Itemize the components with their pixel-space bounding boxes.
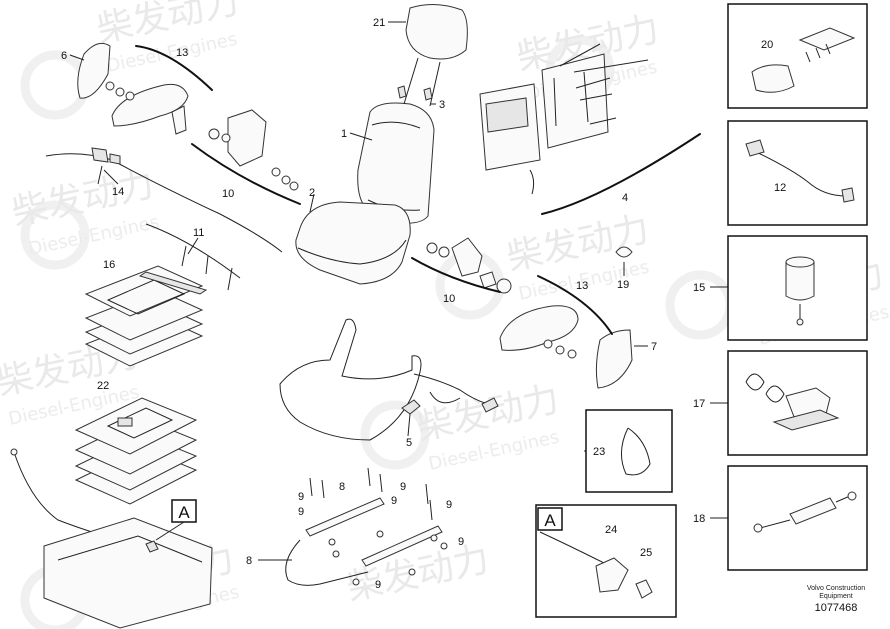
watermark-cn: 柴发动力: [343, 539, 492, 609]
part-16-cushion-stack: [84, 265, 208, 367]
part-14-cable-harness: [45, 147, 283, 253]
part-5-seat-frame: [279, 318, 499, 441]
callout-13: 13: [576, 280, 588, 292]
callout-9: 9: [298, 506, 304, 518]
callout-9: 9: [446, 499, 452, 511]
callout-6: 6: [61, 50, 67, 62]
callout-14: 14: [112, 186, 124, 198]
part-13-armrest-left: [105, 81, 189, 135]
detail-marker-a-inset: A: [537, 507, 563, 531]
callout-3: 3: [439, 99, 445, 111]
part-10-buckle-upper: [208, 109, 299, 191]
footer-brand-line2: Equipment: [819, 593, 853, 600]
part-4-backrest-bracket: [479, 43, 649, 195]
callout-9: 9: [391, 495, 397, 507]
callout-9: 9: [458, 536, 464, 548]
callout-10: 10: [443, 293, 455, 305]
callout-15: 15: [693, 282, 705, 294]
callout-8: 8: [246, 555, 252, 567]
callout-2: 2: [309, 187, 315, 199]
callout-8: 8: [339, 481, 345, 493]
callout-7: 7: [651, 341, 657, 353]
part-22-cushion-stack: [74, 397, 198, 505]
callout-19: 19: [617, 279, 629, 291]
doc-number: 1077468: [815, 602, 858, 614]
callout-23: 23: [593, 446, 605, 458]
part-13-armrest-right: [499, 305, 579, 359]
callout-20: 20: [761, 39, 773, 51]
callout-24: 24: [605, 524, 617, 536]
callout-16: 16: [103, 259, 115, 271]
callout-11: 11: [193, 227, 204, 239]
detail-marker-a-main: A: [155, 499, 197, 541]
callout-21: 21: [373, 17, 385, 29]
callout-22: 22: [97, 380, 109, 392]
part-17-box: [727, 350, 868, 456]
callout-9: 9: [400, 481, 406, 493]
callout-9: 9: [375, 579, 381, 591]
footer-brand-line1: Volvo Construction: [807, 585, 865, 592]
part-18-box: [727, 465, 868, 571]
callout-10: 10: [222, 188, 234, 200]
callout-18: 18: [693, 513, 705, 525]
part-12-box: [727, 120, 868, 226]
callout-13: 13: [176, 47, 188, 59]
detail-marker-label: A: [544, 511, 556, 530]
callout-9: 9: [298, 491, 304, 503]
callout-1: 1: [341, 128, 347, 140]
detail-a-base-plate: [10, 448, 213, 629]
callout-12: 12: [774, 182, 786, 194]
callout-25: 25: [640, 547, 652, 559]
part-7-side-cover: [595, 329, 633, 389]
footer: Volvo Construction Equipment 1077468: [807, 585, 865, 614]
part-8-slide-rails: [285, 467, 448, 586]
callout-17: 17: [693, 398, 705, 410]
part-19-knob: [615, 246, 633, 258]
detail-marker-label: A: [178, 503, 190, 522]
part-6-side-cover: [77, 42, 111, 99]
callout-4: 4: [622, 192, 628, 204]
bracket-lines: [135, 45, 701, 335]
part-20-box: [727, 3, 868, 109]
part-23-box: [585, 409, 673, 493]
part-10-buckle-lower: [426, 237, 512, 294]
part-15-box: [727, 235, 868, 341]
seat-assembly: [295, 4, 468, 285]
part-11-cable: [145, 223, 241, 291]
callout-labels: 1 2 3 4 5 6 7 8 8 9 9 9 9 9 9 9 10 10 11…: [61, 17, 786, 591]
callout-5: 5: [406, 437, 412, 449]
